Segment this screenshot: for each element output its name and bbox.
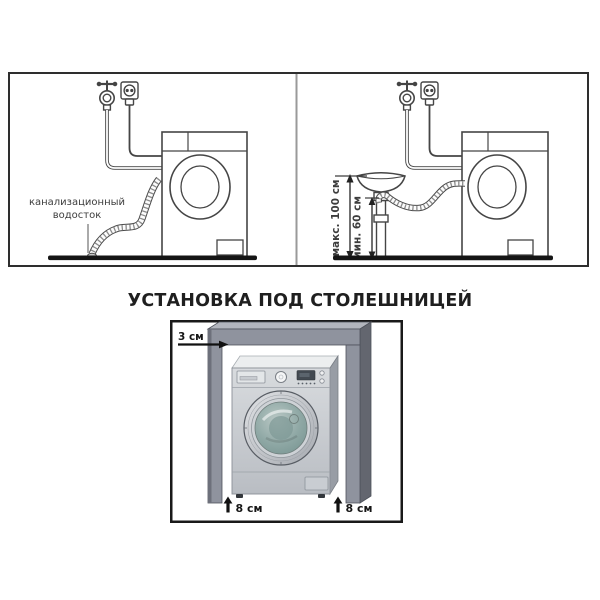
washing-machine-outline-left (161, 131, 248, 259)
left-foot-label: 8 см (236, 502, 263, 515)
machine-foot-right (318, 494, 325, 498)
washing-machine-outline-right (461, 131, 549, 259)
program-knob-inner (278, 374, 284, 380)
display-screen-inner (299, 373, 310, 377)
counter-right-post (345, 344, 361, 504)
program-knob (275, 371, 287, 383)
top-gap-label: 3 см (178, 331, 204, 343)
door-seam-ticks (243, 390, 319, 466)
connection-diagram-panel: канализационный водосток (8, 72, 589, 267)
right-foot-annotation: 8 см (333, 496, 373, 515)
counter-lintel-front (207, 328, 361, 346)
machine-control-panel (232, 370, 330, 388)
water-tap-icon (96, 80, 118, 111)
power-outlet-icon-right (420, 81, 439, 106)
max-height-label: макс. 100 см (330, 179, 342, 256)
counter-top-face (206, 321, 373, 330)
right-foot-arrow-head (333, 496, 343, 504)
right-foot-label: 8 см (346, 502, 373, 515)
door-drum (269, 416, 293, 440)
section-title: УСТАНОВКА ПОД СТОЛЕШНИЦЕЙ (127, 291, 473, 311)
start-button (319, 378, 325, 384)
top-gap-arrow-head (219, 340, 229, 349)
water-supply-hose-right-inner (406, 110, 462, 169)
top-gap-annotation: 3 см (178, 331, 229, 349)
counter-frame (206, 321, 373, 504)
panel-buttons (297, 382, 316, 385)
sink-basin (356, 172, 406, 193)
machine-top-face (231, 355, 339, 369)
counter-side-face (359, 321, 372, 504)
detergent-drawer-handle (239, 376, 258, 381)
right-panel-drain-to-sink: макс. 100 см мин. 60 см (330, 80, 553, 261)
left-panel-drain-to-floor: канализационный водосток (29, 80, 257, 261)
machine-side-face (329, 354, 339, 496)
min-height-label: мин. 60 см (352, 196, 364, 260)
dimension-max-height: макс. 100 см (330, 174, 367, 260)
left-foot-arrow-head (223, 496, 233, 504)
dimension-min-height: мин. 60 см (352, 196, 379, 260)
drain-label-line1: канализационный (29, 197, 125, 208)
water-supply-hose-inner (106, 110, 162, 169)
right-foot-arrow-shaft (336, 503, 340, 513)
left-foot-arrow-shaft (226, 503, 230, 513)
door-glass-highlight (261, 409, 293, 422)
power-outlet-icon (120, 81, 139, 106)
power-button (319, 370, 325, 376)
counter-left-post-shade (208, 329, 212, 503)
water-tap-icon-right (396, 80, 418, 111)
door-glass-detail (289, 414, 299, 424)
washing-machine-3d (231, 354, 339, 498)
drain-label: канализационный водосток (29, 197, 125, 253)
drain-label-line2: водосток (53, 210, 102, 221)
under-counter-diagram: 3 см (170, 320, 403, 523)
under-counter-svg: 3 см (170, 320, 403, 523)
floor-line-left (48, 255, 257, 261)
door-glass-shadow (265, 434, 298, 443)
machine-door (243, 390, 319, 466)
power-cable (128, 105, 162, 157)
machine-foot-left (236, 494, 243, 498)
floor-line-right (333, 255, 553, 261)
power-cable-right (428, 105, 462, 157)
connection-diagram-svg: канализационный водосток (8, 72, 589, 267)
left-foot-annotation: 8 см (223, 496, 263, 515)
filter-hatch (304, 476, 329, 491)
